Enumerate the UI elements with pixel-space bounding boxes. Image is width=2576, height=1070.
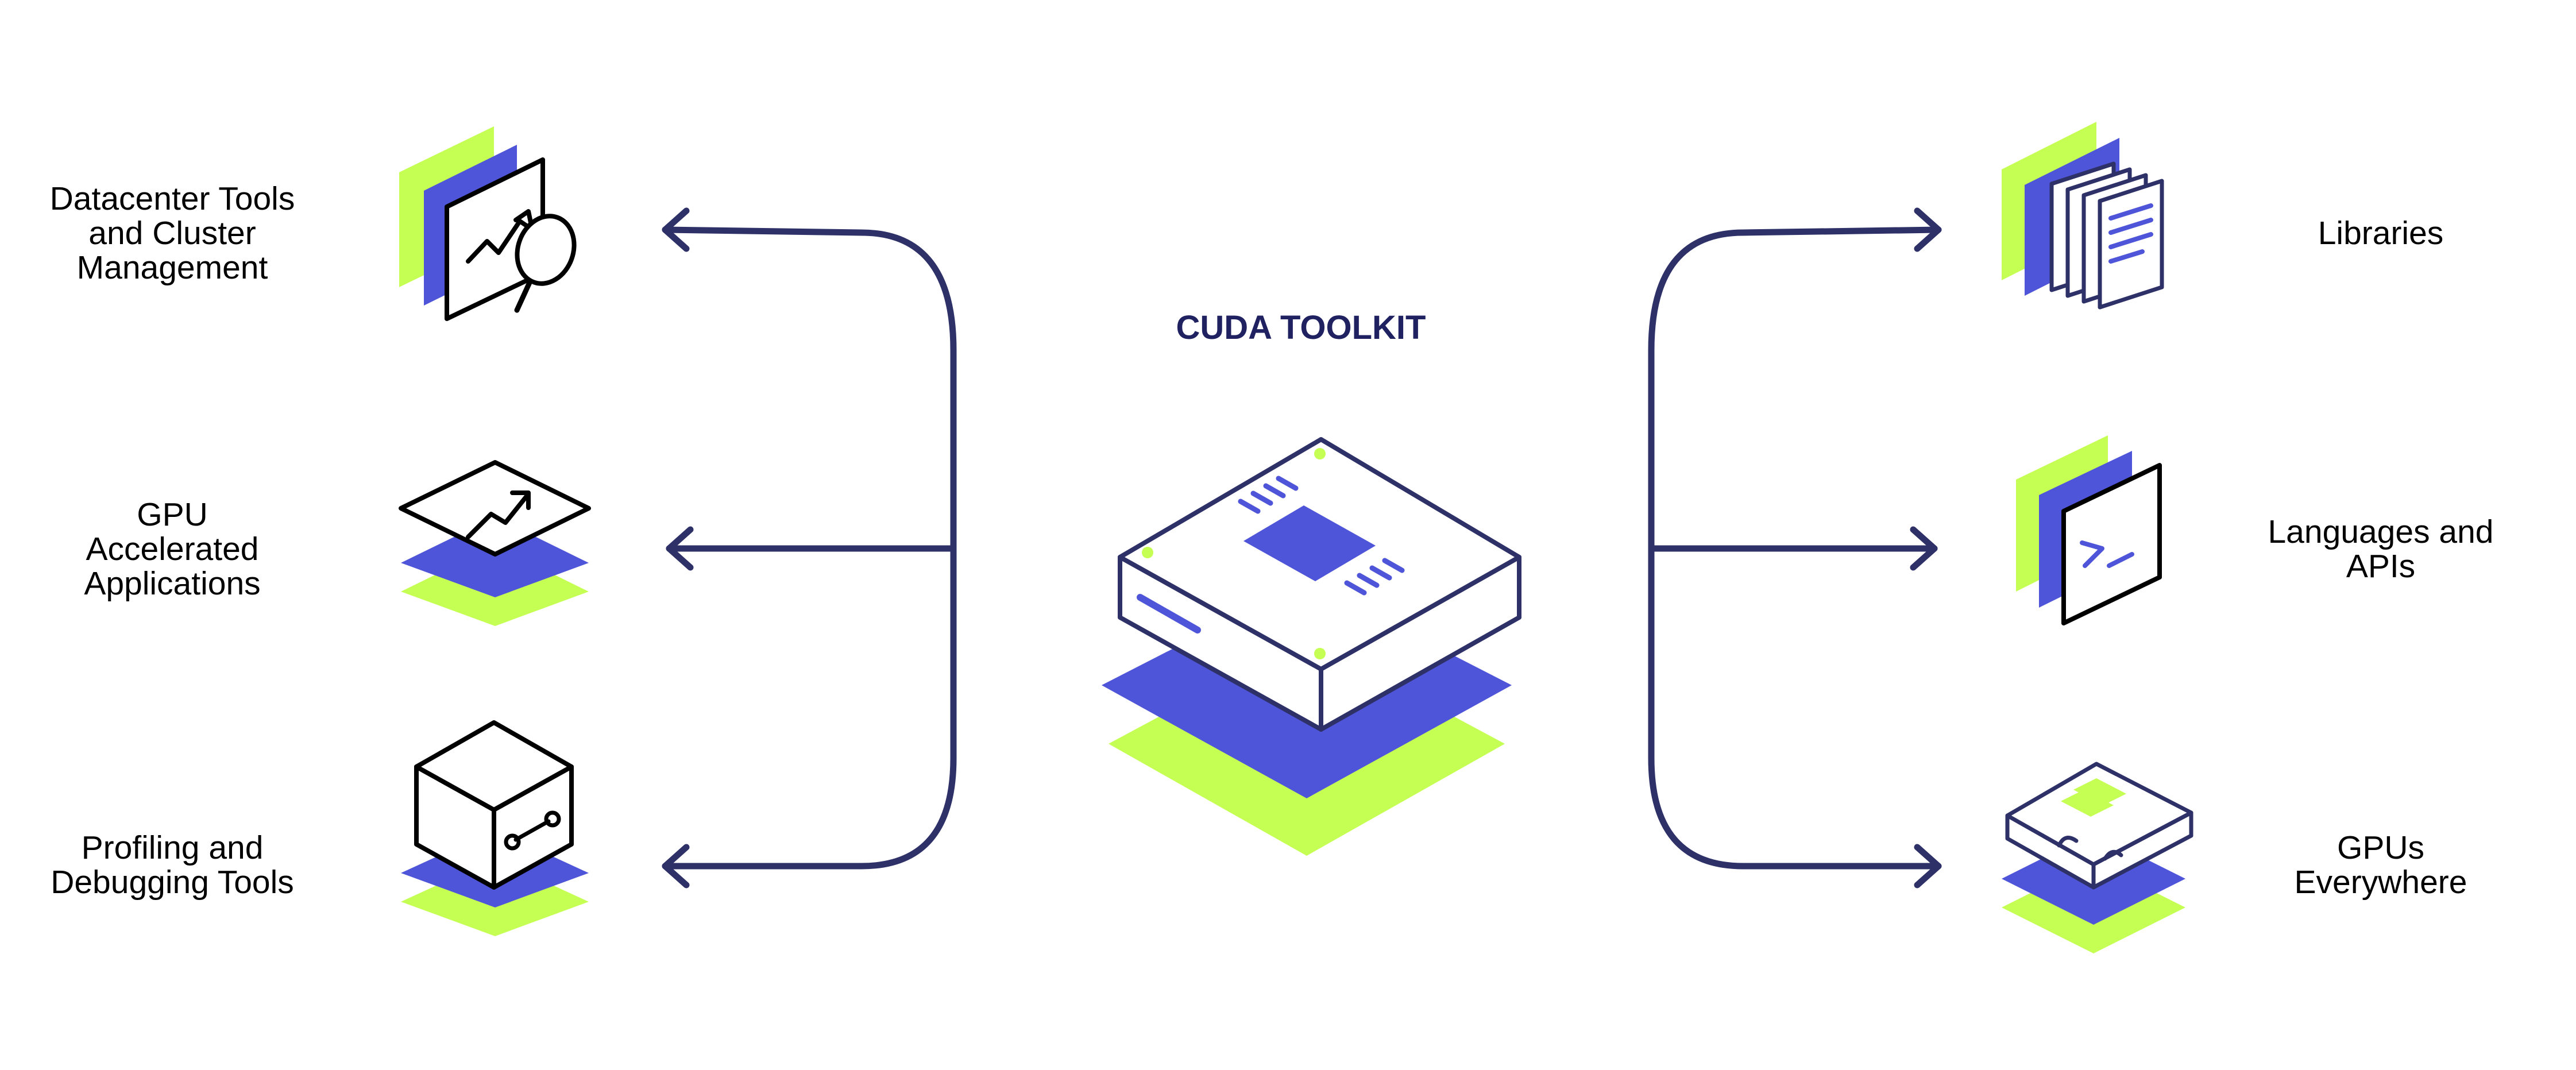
debug-cube-icon	[401, 720, 589, 936]
label-line: APIs	[2346, 548, 2415, 585]
diagram-title: CUDA TOOLKIT	[1176, 309, 1426, 346]
datacenter-monitor-icon	[399, 126, 577, 321]
gpu-board-icon	[2002, 762, 2193, 953]
label-line: Everywhere	[2295, 864, 2467, 901]
left-arrowheads	[662, 207, 694, 889]
arrowhead-gpus	[1914, 844, 1942, 889]
label-line: and Cluster	[88, 215, 256, 252]
cuda-toolkit-box-icon	[1102, 437, 1521, 856]
label-line: Datacenter Tools	[50, 180, 295, 217]
label-line: Debugging Tools	[51, 864, 294, 901]
label-line: Accelerated	[86, 531, 258, 567]
left-connector	[662, 226, 957, 870]
terminal-prompt-icon	[2016, 435, 2162, 625]
right-label-1: Libraries	[2318, 215, 2444, 252]
label-line: GPUs	[2337, 829, 2424, 866]
label-line: Management	[77, 249, 268, 286]
library-documents-icon	[2002, 122, 2164, 310]
label-line: Languages and	[2268, 513, 2493, 550]
wrench-icon	[504, 810, 561, 851]
arrowhead-applications	[666, 526, 694, 571]
arrowhead-datacenter	[662, 207, 690, 252]
label-line: GPU	[137, 496, 208, 533]
label-line: Profiling and	[82, 829, 264, 866]
arrowhead-libraries	[1914, 207, 1942, 252]
right-connector	[1648, 226, 1942, 870]
right-arrowheads	[1910, 207, 1942, 889]
label-line: Libraries	[2318, 215, 2444, 252]
label-line: Applications	[84, 565, 260, 602]
accelerated-chart-icon	[399, 460, 591, 626]
arrowhead-profiling	[662, 844, 690, 889]
arrowhead-languages	[1910, 526, 1938, 571]
chip-icon	[1238, 476, 1405, 596]
